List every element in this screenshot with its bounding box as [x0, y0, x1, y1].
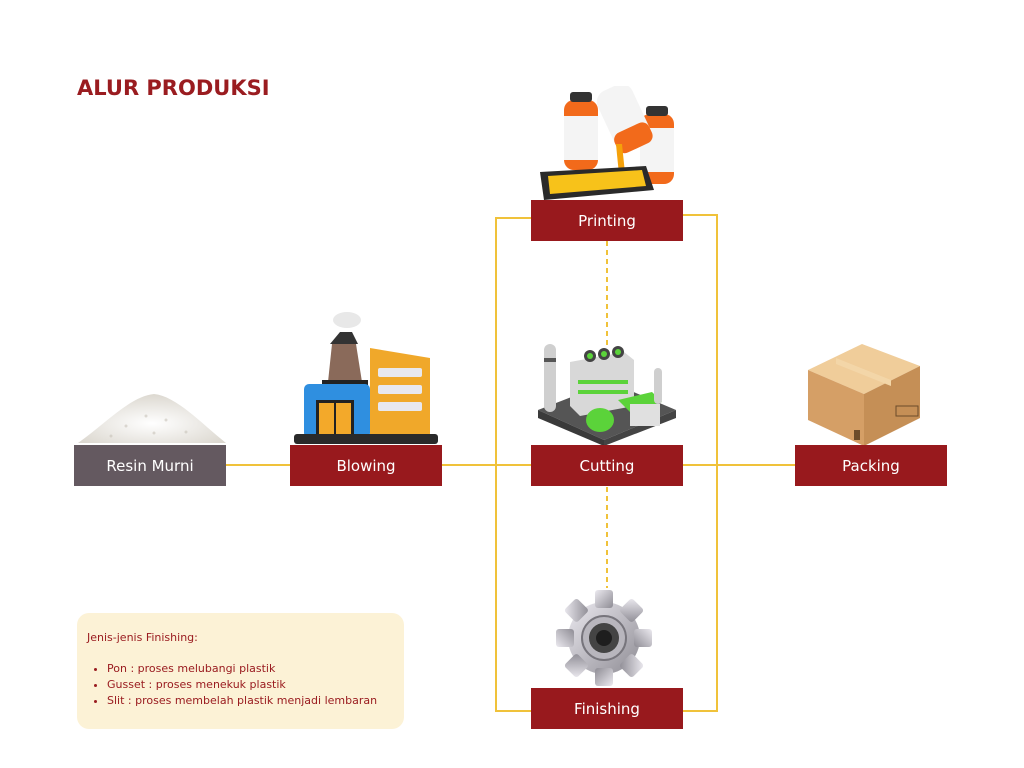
- ink-bottles-icon: [540, 86, 674, 200]
- factory-icon: [294, 312, 438, 444]
- node-finishing: Finishing: [531, 688, 683, 729]
- finishing-types-list: Pon : proses melubangi plastik Gusset : …: [87, 661, 394, 709]
- node-resin-murni: Resin Murni: [74, 445, 226, 486]
- connector-right-bracket: [683, 214, 718, 712]
- list-item: Slit : proses membelah plastik menjadi l…: [107, 693, 394, 709]
- page-title: ALUR PRODUKSI: [77, 76, 270, 100]
- finishing-types-note: Jenis-jenis Finishing: Pon : proses melu…: [77, 613, 404, 729]
- node-blowing: Blowing: [290, 445, 442, 486]
- rice-pile-icon: [78, 394, 226, 443]
- industrial-plant-icon: [538, 344, 676, 446]
- node-printing: Printing: [531, 200, 683, 241]
- note-heading: Jenis-jenis Finishing:: [87, 631, 198, 644]
- gear-icon: [556, 590, 652, 686]
- cardboard-box-icon: [808, 344, 920, 446]
- node-cutting: Cutting: [531, 445, 683, 486]
- node-packing: Packing: [795, 445, 947, 486]
- connector-left-bracket: [495, 217, 531, 712]
- list-item: Gusset : proses menekuk plastik: [107, 677, 394, 693]
- list-item: Pon : proses melubangi plastik: [107, 661, 394, 677]
